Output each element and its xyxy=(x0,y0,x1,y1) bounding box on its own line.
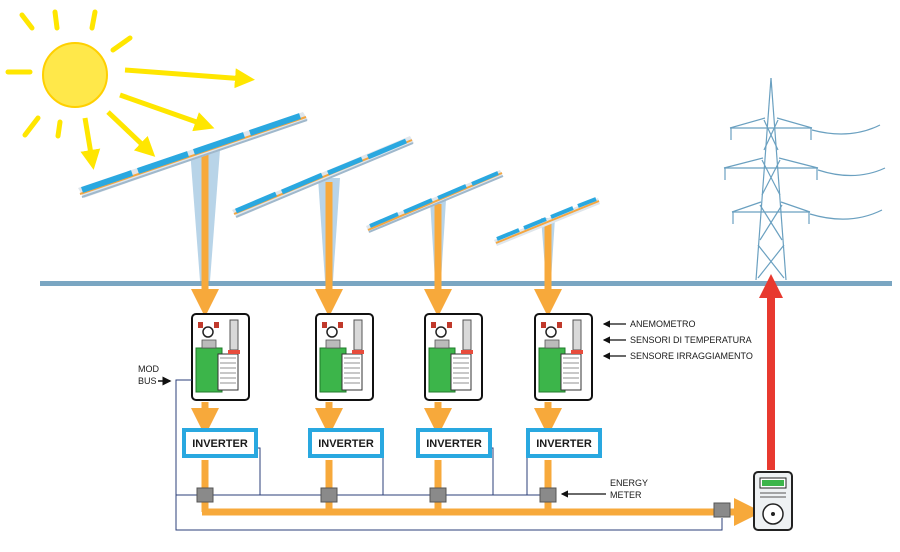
energy-meter-label-line1: ENERGY xyxy=(610,478,648,488)
energy-meter-label-line2: METER xyxy=(610,490,642,500)
solar-array-1 xyxy=(78,112,308,317)
dc-flow-lines xyxy=(191,402,562,512)
sun-icon xyxy=(5,9,255,170)
sensori-temperatura-label: SENSORI DI TEMPERATURA xyxy=(630,335,752,345)
modbus-label-line2: BUS xyxy=(138,376,157,386)
solar-array-4 xyxy=(494,197,600,317)
electricity-meter-icon xyxy=(753,471,793,531)
string-box-4 xyxy=(534,313,593,401)
inverter-2: INVERTER xyxy=(308,428,384,458)
inverter-4: INVERTER xyxy=(526,428,602,458)
inverter-3-label: INVERTER xyxy=(426,438,482,450)
string-box-1 xyxy=(191,313,250,401)
inverter-2-label: INVERTER xyxy=(318,438,374,450)
anemometro-label: ANEMOMETRO xyxy=(630,319,696,329)
inverter-1-label: INVERTER xyxy=(192,438,248,450)
modbus-label-line1: MOD xyxy=(138,364,159,374)
power-pylon-icon xyxy=(723,77,886,281)
inverter-4-label: INVERTER xyxy=(536,438,592,450)
string-box-3 xyxy=(424,313,483,401)
solar-array-2 xyxy=(232,136,414,317)
inverter-1: INVERTER xyxy=(182,428,258,458)
modbus-connectors xyxy=(196,487,731,518)
solar-array-3 xyxy=(366,170,504,317)
string-box-2 xyxy=(315,313,374,401)
sensore-irraggiamento-label: SENSORE IRRAGGIAMENTO xyxy=(630,351,753,361)
ground-line xyxy=(40,281,892,286)
inverter-3: INVERTER xyxy=(416,428,492,458)
